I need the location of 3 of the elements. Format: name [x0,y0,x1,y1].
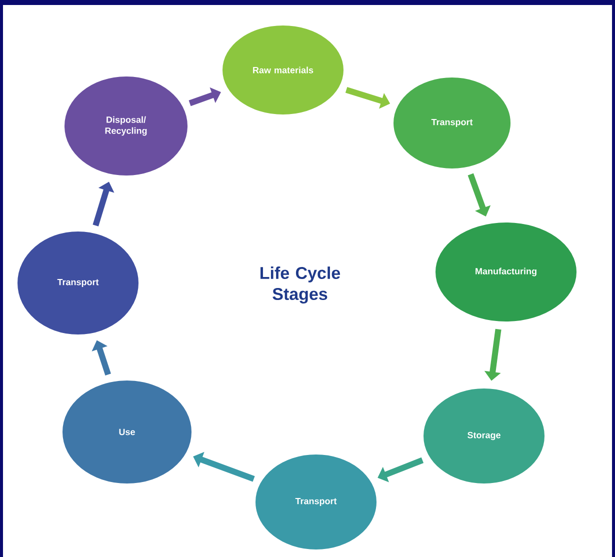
arrow [468,173,491,216]
arrow [188,87,221,106]
center-title: Life Cycle Stages [260,266,340,304]
